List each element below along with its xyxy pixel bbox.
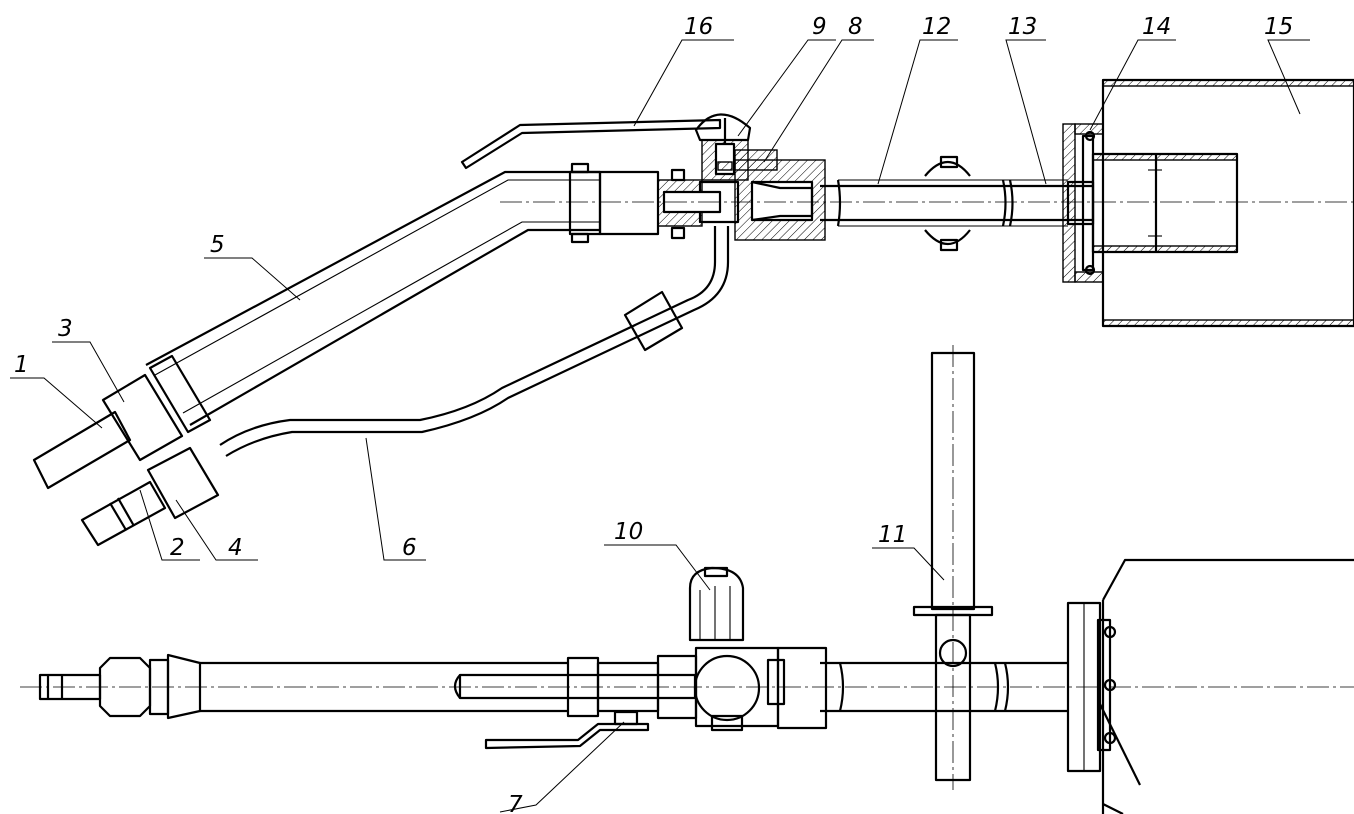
coupling [568,162,722,244]
callout-7: 7 [508,792,523,814]
lever [460,118,722,170]
callout-12: 12 [922,14,951,40]
valve-head [694,113,752,181]
callout-6: 6 [402,535,417,561]
callout-15: 15 [1264,14,1293,40]
callout-10: 10 [614,519,643,545]
sectional-view [32,78,1354,547]
main-tube-side [166,653,568,720]
callout-3: 3 [58,316,73,342]
nut [101,354,212,462]
inlet [32,410,132,490]
callout-14: 14 [1142,14,1171,40]
callout-16: 16 [684,14,713,40]
nozzle-body [1091,78,1354,328]
callout-4: 4 [228,535,243,561]
side-view [20,345,1354,814]
callout-13: 13 [1008,14,1037,40]
nipple [80,446,220,547]
main-tube [145,170,600,426]
callout-1: 1 [14,352,29,378]
oxygen-pipe [219,226,730,457]
callout-5: 5 [210,232,225,258]
callout-8: 8 [848,14,863,40]
tube [820,179,1095,227]
callout-9: 9 [812,14,827,40]
valve-side [688,566,828,732]
tube-clamp [924,155,971,252]
callout-labels: 1 3 5 2 4 6 16 9 8 12 13 14 15 [10,14,1310,814]
callout-11: 11 [878,522,907,548]
nozzle-body-side [1066,558,1354,814]
coupling-side [453,654,698,750]
callout-2: 2 [170,535,185,561]
